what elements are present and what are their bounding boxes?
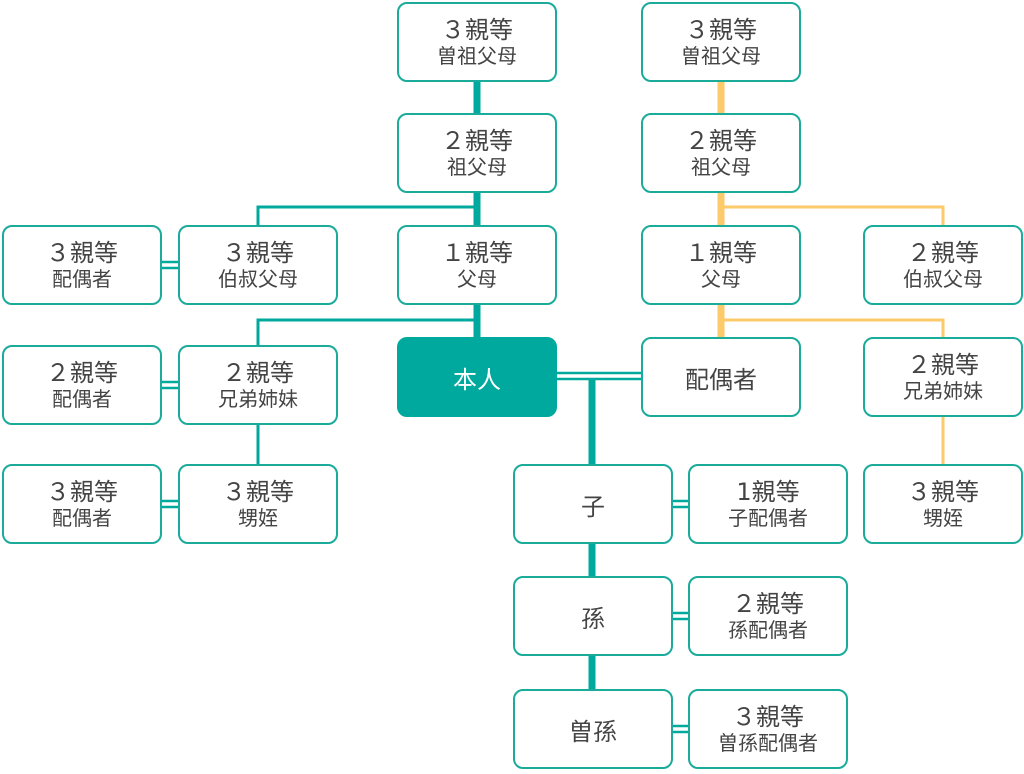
relation-label: 配偶者 — [52, 387, 112, 411]
node-nephews-nieces: ３親等 甥姪 — [178, 464, 338, 544]
degree-label: ３親等 — [732, 703, 804, 731]
relation-label: 兄弟姉妹 — [218, 387, 298, 411]
degree-label: ３親等 — [222, 478, 294, 506]
relation-label: 兄弟姉妹 — [903, 379, 983, 403]
relation-label: 伯叔父母 — [218, 267, 298, 291]
relation-label: 曽祖父母 — [437, 44, 517, 68]
node-nephews-nieces-spouse: ３親等 配偶者 — [2, 464, 162, 544]
node-spouse-great-grandparents: ３親等 曽祖父母 — [641, 2, 801, 82]
relation-label: 配偶者 — [52, 506, 112, 530]
node-parents: １親等 父母 — [397, 225, 557, 305]
spouse-side-lines — [717, 80, 945, 464]
relation-label: 曽孫配偶者 — [718, 731, 818, 755]
relation-label: 配偶者 — [52, 267, 112, 291]
node-spouse-uncles-aunts: ２親等 伯叔父母 — [863, 225, 1023, 305]
own-side-lines — [160, 80, 690, 734]
node-great-grandchild: 曽孫 — [513, 689, 673, 769]
degree-label: ２親等 — [222, 359, 294, 387]
node-self: 本人 — [397, 337, 557, 417]
node-grandchild-spouse: ２親等 孫配偶者 — [688, 576, 848, 656]
self-label: 本人 — [453, 365, 501, 394]
great-grandchild-label: 曽孫 — [569, 717, 617, 746]
degree-label: ２親等 — [685, 127, 757, 155]
node-uncles-aunts-spouse: ３親等 配偶者 — [2, 225, 162, 305]
degree-label: ２親等 — [907, 351, 979, 379]
relation-label: 甥姪 — [238, 506, 278, 530]
node-spouse-siblings: ２親等 兄弟姉妹 — [863, 337, 1023, 417]
relation-label: 曽祖父母 — [681, 44, 761, 68]
degree-label: ３親等 — [685, 16, 757, 44]
degree-label: ２親等 — [732, 590, 804, 618]
degree-label: 1親等 — [736, 478, 800, 506]
grandchild-label: 孫 — [581, 604, 605, 633]
spouse-label: 配偶者 — [685, 365, 757, 394]
relation-label: 父母 — [457, 267, 497, 291]
relation-label: 祖父母 — [447, 155, 507, 179]
relation-label: 伯叔父母 — [903, 267, 983, 291]
degree-label: ２親等 — [907, 239, 979, 267]
relation-label: 孫配偶者 — [728, 618, 808, 642]
degree-label: ２親等 — [441, 127, 513, 155]
degree-label: ２親等 — [46, 359, 118, 387]
node-child-spouse: 1親等 子配偶者 — [688, 464, 848, 544]
node-spouse-nephews-nieces: ３親等 甥姪 — [863, 464, 1023, 544]
node-spouse-parents: １親等 父母 — [641, 225, 801, 305]
node-spouse-grandparents: ２親等 祖父母 — [641, 113, 801, 193]
relation-label: 甥姪 — [923, 506, 963, 530]
node-siblings-spouse: ２親等 配偶者 — [2, 345, 162, 425]
relation-label: 祖父母 — [691, 155, 751, 179]
node-great-grandchild-spouse: ３親等 曽孫配偶者 — [688, 689, 848, 769]
degree-label: ３親等 — [46, 239, 118, 267]
child-label: 子 — [581, 492, 605, 521]
node-siblings: ２親等 兄弟姉妹 — [178, 345, 338, 425]
degree-label: ３親等 — [46, 478, 118, 506]
node-great-grandparents: ３親等 曽祖父母 — [397, 2, 557, 82]
node-spouse: 配偶者 — [641, 337, 801, 417]
degree-label: ３親等 — [907, 478, 979, 506]
degree-label: １親等 — [441, 239, 513, 267]
node-grandchild: 孫 — [513, 576, 673, 656]
node-child: 子 — [513, 464, 673, 544]
degree-label: ３親等 — [441, 16, 513, 44]
relation-label: 子配偶者 — [728, 506, 808, 530]
degree-label: １親等 — [685, 239, 757, 267]
relation-label: 父母 — [701, 267, 741, 291]
node-grandparents: ２親等 祖父母 — [397, 113, 557, 193]
node-uncles-aunts: ３親等 伯叔父母 — [178, 225, 338, 305]
degree-label: ３親等 — [222, 239, 294, 267]
